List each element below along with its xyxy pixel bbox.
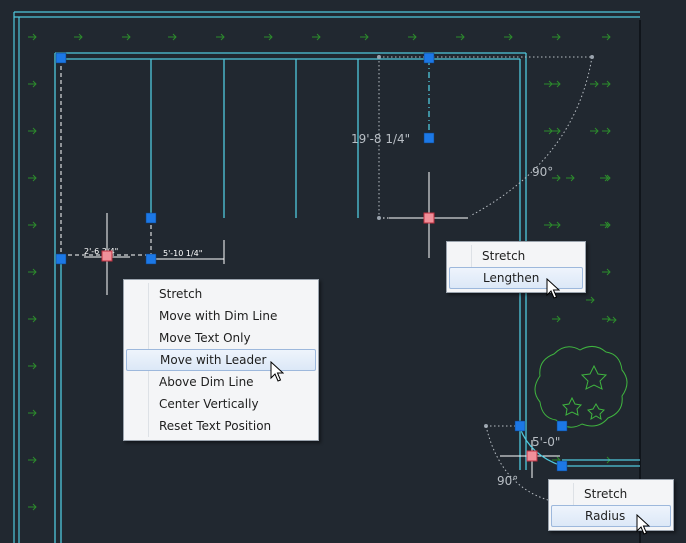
mouse-pointer-icon	[636, 514, 650, 535]
outer-boundary	[13, 11, 640, 543]
hatch-arrow-icon	[456, 33, 465, 41]
grip-icon	[423, 52, 435, 64]
hatch-arrow-icon	[74, 33, 83, 41]
hatch-arrow-icon	[544, 80, 553, 88]
radius-text: 5'-0"	[532, 435, 560, 449]
hatch-arrow-icon	[552, 33, 561, 41]
hatch-arrow-icon	[590, 127, 599, 135]
grip-icon	[556, 420, 568, 432]
hatch-arrow-icon	[602, 127, 611, 135]
left-dimension-text: 2'-6 3/4"	[84, 247, 118, 256]
menu-item-radius[interactable]: Radius	[551, 505, 671, 527]
hatch-arrow-icon	[552, 174, 561, 182]
hatch-arrow-icon	[566, 174, 575, 182]
menu-item-move-text-only[interactable]: Move Text Only	[159, 331, 251, 345]
hatch-arrow-icon	[312, 33, 321, 41]
bottom-dimension	[151, 240, 225, 264]
hatch-arrow-icon	[360, 33, 369, 41]
vertical-dimension	[377, 55, 468, 258]
menu-item-above-dim-line[interactable]: Above Dim Line	[159, 375, 254, 389]
grips[interactable]	[55, 52, 568, 472]
hatch-arrow-icon	[28, 503, 37, 511]
menu-item-move-with-dim-line[interactable]: Move with Dim Line	[159, 309, 278, 323]
grip-icon	[55, 253, 67, 265]
hatch-arrow-icon	[408, 33, 417, 41]
tree-symbol-icon	[534, 346, 628, 428]
hatch-arrow-icon	[28, 409, 37, 417]
menu-item-reset-text-position[interactable]: Reset Text Position	[159, 419, 272, 433]
hatch-arrow-icon	[552, 127, 561, 135]
hot-grip-icon	[101, 250, 113, 262]
hatch-arrow-icon	[602, 268, 611, 276]
hatch-arrow-icon	[552, 221, 561, 229]
mouse-pointer-icon	[546, 278, 560, 299]
bottom-dimension-text: 5'-10 1/4"	[163, 249, 202, 258]
top-angle-text: 90°	[532, 165, 553, 179]
hatch-arrow-icon	[28, 221, 37, 229]
menu-item-lengthen[interactable]: Lengthen	[449, 267, 583, 289]
hot-grip-icon	[423, 212, 435, 224]
hatch-arrow-icon	[544, 221, 553, 229]
line-grip-menu[interactable]: Stretch Lengthen	[446, 241, 586, 293]
hatch-arrow-icon	[168, 33, 177, 41]
hatch-arrow-icon	[602, 80, 611, 88]
hatch-arrow-icon	[28, 268, 37, 276]
hatch-arrow-icon	[608, 316, 617, 324]
hatch-arrow-icon	[590, 80, 599, 88]
hatch-arrow-icon	[28, 174, 37, 182]
arc-grip-menu[interactable]: Stretch Radius	[548, 479, 674, 531]
dimension-text-grip-menu[interactable]: Stretch Move with Dim Line Move Text Onl…	[123, 279, 319, 441]
hot-grips[interactable]	[101, 212, 538, 462]
hatch-arrow-icon	[602, 33, 611, 41]
hatch-arrow-icon	[586, 296, 595, 304]
hatch-arrow-icon	[122, 33, 131, 41]
hatch-arrow-icon	[602, 315, 611, 323]
hatch-arrow-icon	[600, 174, 609, 182]
grip-icon	[145, 212, 157, 224]
hatch-arrow-icon	[28, 362, 37, 370]
hatch-arrow-icon	[552, 80, 561, 88]
grip-icon	[556, 460, 568, 472]
hatch-arrow-icon	[504, 33, 513, 41]
wall-studs	[150, 59, 359, 218]
bottom-angle-text: 90°	[497, 474, 518, 488]
grip-icon	[423, 132, 435, 144]
grip-icon	[145, 253, 157, 265]
hatch-arrow-icon	[552, 315, 561, 323]
hatch-arrow-icon	[28, 315, 37, 323]
menu-item-stretch[interactable]: Stretch	[584, 487, 628, 501]
hatch-arrow-icon	[28, 80, 37, 88]
hatch-arrow-icon	[264, 33, 273, 41]
menu-item-stretch[interactable]: Stretch	[482, 249, 526, 263]
menu-item-center-vertically[interactable]: Center Vertically	[159, 397, 259, 411]
menu-item-move-with-leader[interactable]: Move with Leader	[126, 349, 316, 371]
hatch-arrow-icon	[28, 456, 37, 464]
vertical-dimension-text: 19'-8 1/4"	[351, 132, 410, 146]
hatch-arrow-icon	[28, 127, 37, 135]
hatch-arrow-icon	[600, 221, 609, 229]
grip-icon	[55, 52, 67, 64]
grip-icon	[514, 420, 526, 432]
menu-item-stretch[interactable]: Stretch	[159, 287, 203, 301]
hot-grip-icon	[526, 450, 538, 462]
hatch-arrow-icon	[28, 33, 37, 41]
hatch-arrow-icon	[544, 127, 553, 135]
mouse-pointer-icon	[270, 361, 284, 382]
top-angular-dimension	[429, 55, 594, 217]
hatch-arrow-icon	[216, 33, 225, 41]
